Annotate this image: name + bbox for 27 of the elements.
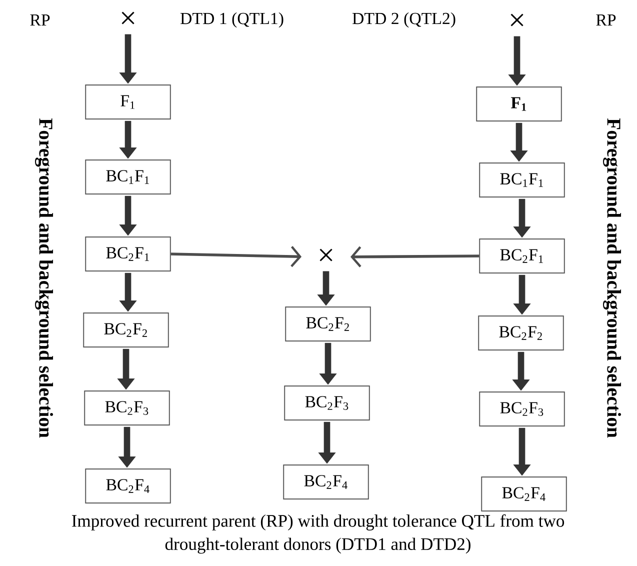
generation-box: BC$_{2}$F$_{4}$ [85,468,171,504]
generation-box: BC$_{2}$F$_{3}$ [284,386,370,420]
generation-box: BC$_{2}$F$_{1}$ [479,238,565,274]
generation-box: F$_{1}$ [85,84,171,120]
arrow [170,246,302,268]
generation-box: BC$_{2}$F$_{1}$ [85,236,171,272]
parent-label: RP [30,14,50,26]
cross-symbol: × [510,14,524,26]
cross-symbol: × [320,248,332,262]
side-label: Foreground and background selection [35,118,54,438]
generation-box: BC$_{2}$F$_{3}$ [479,392,565,426]
cross-symbol: × [122,12,134,24]
generation-box: BC$_{1}$F$_{1}$ [85,160,171,194]
generation-box: BC$_{2}$F$_{2}$ [478,316,564,350]
generation-box: BC$_{2}$F$_{4}$ [481,476,567,512]
generation-box: BC$_{2}$F$_{2}$ [83,312,169,348]
side-label: Foreground and background selection [603,118,622,438]
caption: Improved recurrent parent (RP) with drought tolerance QTL from two drought-tolerant donors (DTD1 and DTD2) [72,514,564,554]
generation-box: BC$_{2}$F$_{3}$ [84,390,170,426]
generation-box: BC$_{2}$F$_{2}$ [285,306,371,342]
parent-label: DTD 2 (QTL2) [352,12,456,28]
parent-label: RP [596,14,616,26]
generation-box: F$_{1}$ [476,86,562,122]
generation-box: BC$_{1}$F$_{1}$ [479,162,565,198]
generation-box: BC$_{2}$F$_{4}$ [283,464,369,500]
arrow [350,246,480,268]
parent-label: DTD 1 (QTL1) [180,12,284,28]
